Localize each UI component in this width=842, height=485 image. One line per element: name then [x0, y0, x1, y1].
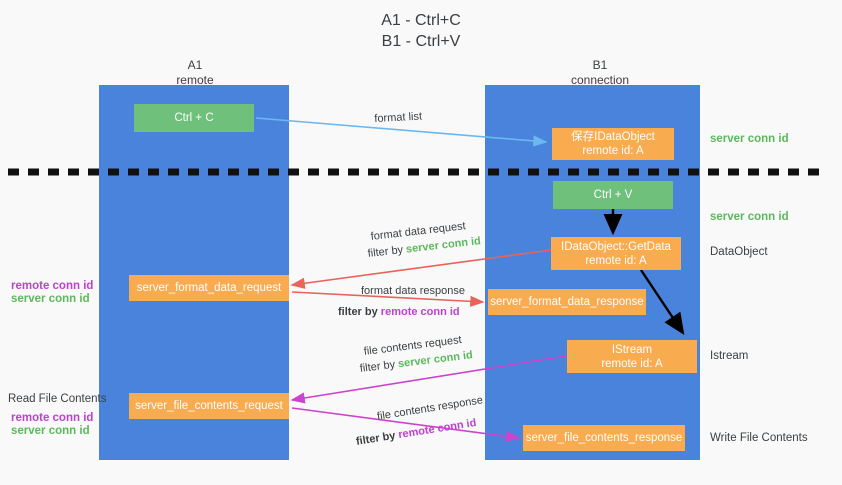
right-label-dataobject: DataObject — [710, 246, 768, 258]
box-idataobject-getdata[interactable]: IDataObject::GetData remote id: A — [551, 237, 681, 270]
box-server-file-contents-response[interactable]: server_file_contents_response — [523, 425, 685, 451]
box-server-format-data-response-label: server_format_data_response — [490, 296, 644, 308]
right-label-istream: Istream — [710, 350, 749, 362]
box-server-file-contents-request-label: server_file_contents_request — [135, 400, 283, 412]
box-istream[interactable]: IStream remote id: A — [567, 340, 697, 373]
label-format-data-response-filter: filter by remote conn id — [338, 305, 460, 319]
box-server-file-contents-response-label: server_file_contents_response — [525, 432, 683, 444]
left-label-remote-conn-id-2: remote conn id — [11, 412, 94, 424]
box-ctrl-v-label: Ctrl + V — [593, 189, 633, 201]
label-format-data-response: format data response — [361, 285, 465, 297]
label-format-data-response-filter-key: remote conn id — [380, 306, 460, 318]
label-file-contents-response-filter-key: remote conn id — [397, 416, 478, 442]
label-format-data-response-filter-prefix: filter by — [338, 306, 381, 318]
column-header-b1: B1 connection — [520, 58, 680, 88]
box-ctrl-c-label: Ctrl + C — [174, 112, 214, 124]
column-header-b1-sub: connection — [570, 73, 630, 87]
label-file-contents-request-filter-prefix: filter by — [359, 358, 399, 375]
page-title: A1 - Ctrl+C B1 - Ctrl+V — [381, 12, 461, 50]
box-save-idataobject[interactable]: 保存IDataObject remote id: A — [552, 128, 674, 160]
label-file-contents-response-filter: filter by remote conn id — [355, 416, 477, 449]
right-label-server-conn-id-top: server conn id — [710, 133, 789, 145]
box-save-idataobject-line1: 保存IDataObject — [571, 131, 655, 143]
left-label-read-file-contents: Read File Contents — [8, 393, 107, 405]
box-server-format-data-request-label: server_format_data_request — [136, 282, 282, 294]
label-format-list: format list — [374, 110, 423, 125]
left-label-server-conn-id-2: server conn id — [11, 425, 90, 437]
box-istream-line2: remote id: A — [601, 357, 663, 370]
box-server-file-contents-request[interactable]: server_file_contents_request — [129, 393, 289, 419]
box-istream-line1: IStream — [611, 343, 653, 356]
box-idataobject-getdata-line1: IDataObject::GetData — [561, 240, 671, 253]
box-idataobject-getdata-line2: remote id: A — [585, 254, 647, 267]
box-ctrl-c[interactable]: Ctrl + C — [134, 104, 254, 132]
right-label-write-file-contents: Write File Contents — [710, 432, 808, 444]
column-header-a1-name: A1 — [187, 58, 203, 72]
left-label-server-conn-id-1: server conn id — [11, 293, 90, 305]
column-header-a1: A1 remote — [115, 58, 275, 88]
box-ctrl-v[interactable]: Ctrl + V — [553, 181, 673, 209]
label-format-data-request-filter-prefix: filter by — [367, 243, 407, 260]
box-server-format-data-request[interactable]: server_format_data_request — [129, 275, 289, 301]
column-header-a1-sub: remote — [176, 73, 214, 87]
box-server-format-data-response[interactable]: server_format_data_response — [488, 289, 646, 315]
left-label-remote-conn-id-1: remote conn id — [11, 280, 94, 292]
right-label-server-conn-id-second: server conn id — [710, 211, 789, 223]
label-file-contents-response-filter-prefix: filter by — [355, 429, 400, 448]
box-save-idataobject-line2: remote id: A — [582, 145, 644, 157]
column-header-b1-name: B1 — [592, 58, 608, 72]
